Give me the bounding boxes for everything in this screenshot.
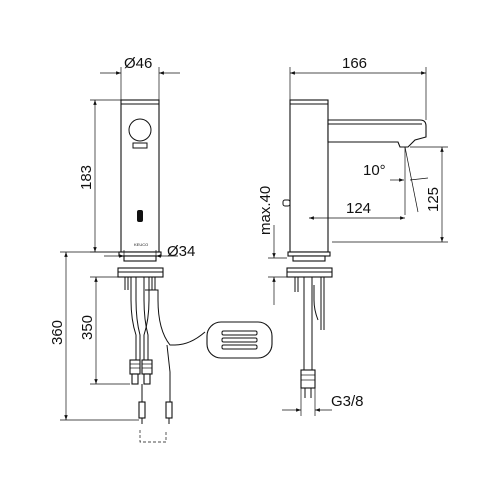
svg-text:124: 124 [346, 200, 371, 217]
front-connector-right [141, 359, 153, 375]
side-tap-body [289, 99, 329, 253]
plug-left [138, 401, 146, 419]
dim-total-height: 360 [49, 251, 139, 421]
side-connector [300, 369, 316, 389]
svg-text:125: 125 [425, 187, 442, 212]
front-base-flange [118, 251, 162, 257]
dim-max-counter: max.40 [257, 186, 287, 305]
svg-text:Ø34: Ø34 [167, 243, 195, 260]
dim-hose-length: 350 [79, 276, 130, 385]
side-base-flange [287, 251, 331, 257]
electronics-box-grille [221, 330, 258, 350]
dim-thread: G3/8 [282, 388, 364, 416]
dim-base-diameter: Ø34 [104, 243, 195, 261]
svg-text:166: 166 [342, 55, 367, 72]
plug-right [165, 401, 173, 419]
svg-text:350: 350 [79, 315, 96, 340]
svg-text:183: 183 [78, 165, 95, 190]
svg-text:G3/8: G3/8 [331, 393, 364, 410]
svg-text:Ø46: Ø46 [124, 55, 152, 72]
svg-text:360: 360 [49, 320, 66, 345]
dim-spout-angle: 10° [363, 146, 429, 215]
front-hose-right [143, 277, 150, 360]
electronics-box [206, 321, 273, 359]
front-view: KEUCO [117, 99, 273, 443]
front-tap-body [120, 99, 160, 253]
brand-mark: KEUCO [134, 242, 148, 247]
svg-text:10°: 10° [363, 162, 386, 179]
side-spout [327, 119, 427, 148]
svg-text:max.40: max.40 [257, 186, 274, 235]
dim-front-height: 183 [78, 99, 121, 253]
side-sensor [282, 199, 291, 207]
dim-spout-reach: 124 [309, 200, 405, 220]
sensor-cable [145, 289, 206, 346]
dim-front-width: Ø46 [100, 55, 180, 100]
front-spout-opening [128, 118, 152, 142]
side-view [282, 99, 427, 398]
front-sensor-window [137, 210, 143, 222]
dim-side-width: 166 [289, 55, 427, 120]
dim-spout-height: 125 [332, 146, 448, 243]
front-connector-left [129, 359, 141, 375]
front-hose-left [130, 277, 137, 360]
